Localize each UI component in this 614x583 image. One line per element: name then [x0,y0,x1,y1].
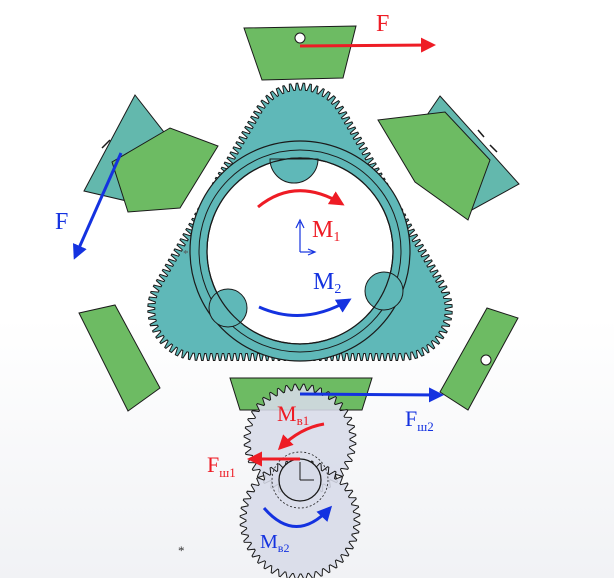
label-moment-2: M2 [313,269,341,297]
label-force-top: F [376,11,389,37]
sector-bottom-right [439,307,519,411]
force-sh2-arrow [299,387,444,403]
label-force-sh1: Fш1 [207,452,236,480]
label-force-left: F [55,209,68,235]
axis-triad-shaft [299,462,314,481]
pin-hole-top [294,32,306,44]
outer-sectors [78,25,520,412]
force-top-arrow [299,37,436,53]
sector-left-green [111,127,219,213]
sector-top [243,25,357,81]
moment-1-arrow [257,189,345,209]
origin-mark: * [183,248,189,260]
axis-triad-center [295,218,317,256]
arrows [72,37,444,528]
pin-hole-right [480,354,492,366]
planet-gear-lower [239,459,361,581]
label-moment-1: M1 [312,217,340,245]
origin-mark-bottom: * [178,543,185,558]
ring-lug-bottom-left [208,288,248,328]
label-force-sh2: Fш2 [405,406,434,434]
sector-right-green [377,111,491,221]
sector-bottom-left [78,304,161,412]
label-moment-b1: Mв1 [277,401,309,428]
moment-b1-arrow [277,422,325,451]
ring-lug-top [269,158,319,184]
force-left-arrow [72,152,123,260]
moment-2-arrow [258,298,352,317]
label-moment-b2: Mв2 [260,531,289,555]
moment-b2-arrow [262,505,333,528]
